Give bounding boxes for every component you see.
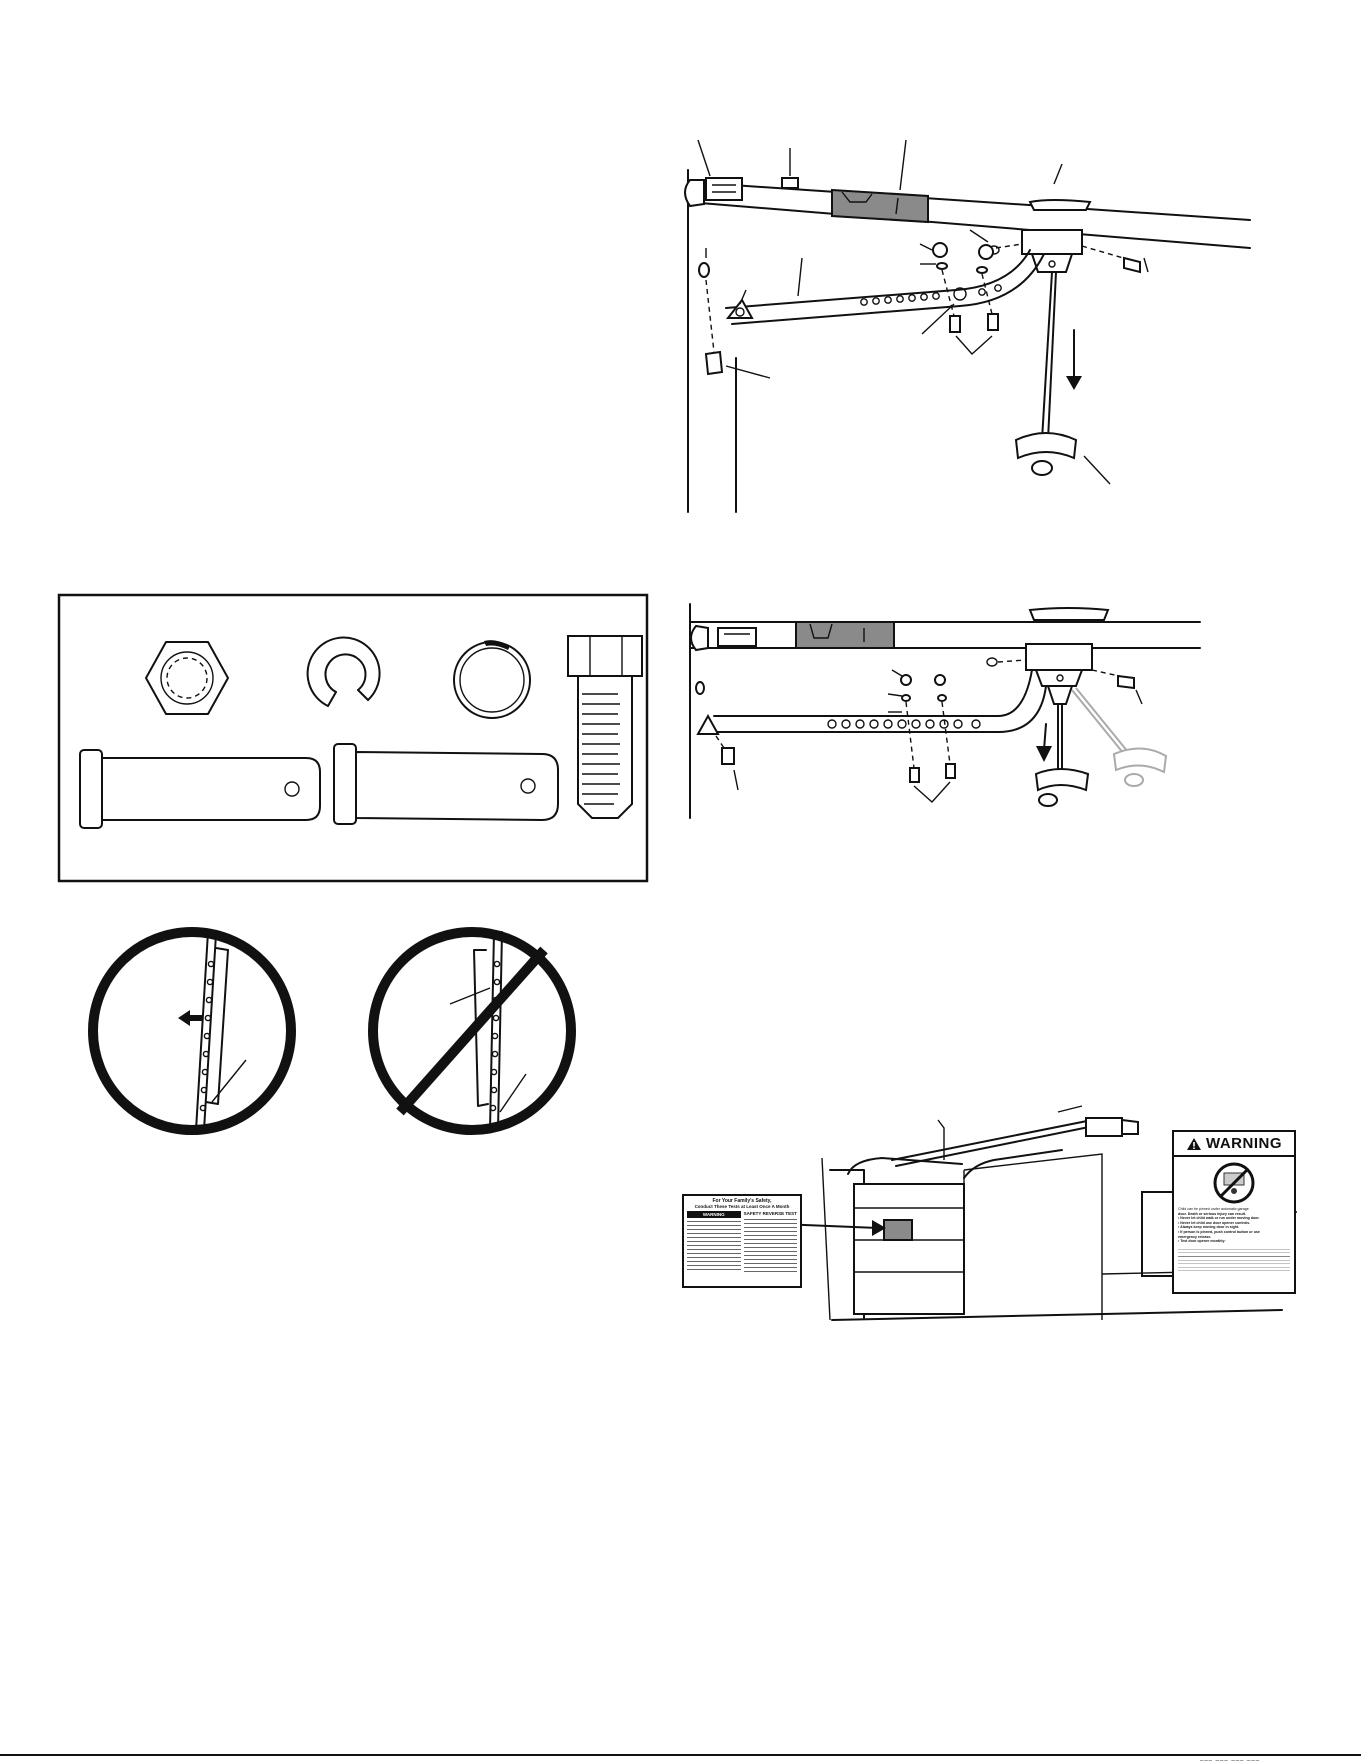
trolley-attachment-diagram [670, 140, 1270, 520]
door-label-right-heading: SAFETY REVERSE TEST [744, 1211, 798, 1216]
rail-alignment-incorrect [366, 924, 578, 1138]
footer-rule [0, 1754, 1361, 1756]
rail-alignment-correct [86, 924, 298, 1138]
door-label-title-2: Conduct These Tests at Least Once A Mont… [687, 1204, 797, 1209]
clevis-pin-long-icon [334, 744, 558, 824]
hex-bolt-icon [568, 636, 642, 818]
no-child-under-door-icon [1212, 1161, 1256, 1205]
door-label-text-block [687, 1218, 741, 1272]
door-label-warning: WARNING [687, 1211, 741, 1218]
warning-triangle-icon [1186, 1137, 1202, 1151]
door-safety-label: For Your Family's Safety, Conduct These … [682, 1194, 802, 1288]
warning-label: WARNING Child can be pinned under automa… [1172, 1130, 1296, 1294]
footer-text: ___ ___ ___ ___ [1200, 1755, 1260, 1761]
warning-line-8: • Test door opener monthly: [1178, 1239, 1290, 1244]
door-label-right-text-block [744, 1216, 798, 1274]
clevis-pin-short-icon [80, 750, 320, 828]
warning-header: WARNING [1174, 1132, 1294, 1157]
warning-heading: WARNING [1206, 1135, 1282, 1152]
trolley-release-diagram [668, 604, 1208, 840]
hardware-panel [58, 594, 648, 882]
warning-fine-print [1178, 1246, 1290, 1272]
